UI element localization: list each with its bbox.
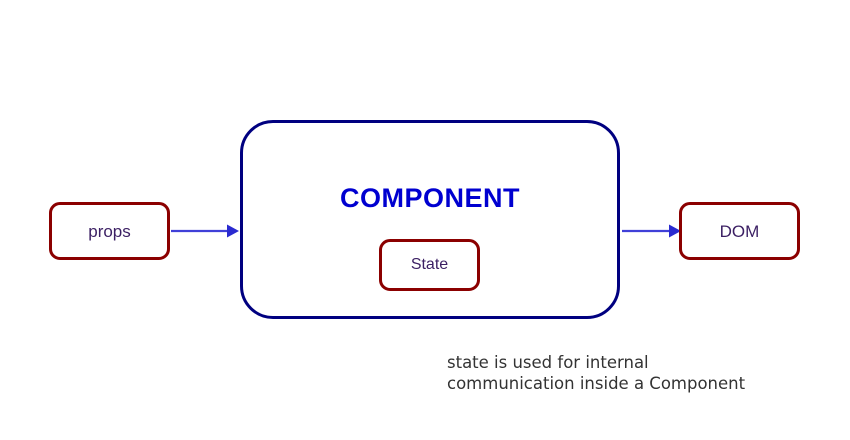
node-props-label: props bbox=[88, 221, 131, 241]
node-state[interactable]: State bbox=[379, 239, 480, 291]
caption-line-2: communication inside a Component bbox=[447, 374, 746, 393]
caption-line-1: state is used for internal bbox=[447, 353, 649, 372]
node-state-label: State bbox=[410, 256, 449, 273]
arrow-component-to-dom bbox=[620, 220, 681, 242]
diagram-caption: state is used for internal communication… bbox=[447, 352, 807, 394]
node-props[interactable]: props bbox=[49, 202, 170, 260]
arrow-props-to-component bbox=[171, 220, 239, 242]
node-dom-label: DOM bbox=[719, 221, 760, 241]
node-dom[interactable]: DOM bbox=[679, 202, 800, 260]
node-component[interactable]: COMPONENT bbox=[240, 120, 620, 319]
component-title: COMPONENT bbox=[340, 183, 520, 213]
